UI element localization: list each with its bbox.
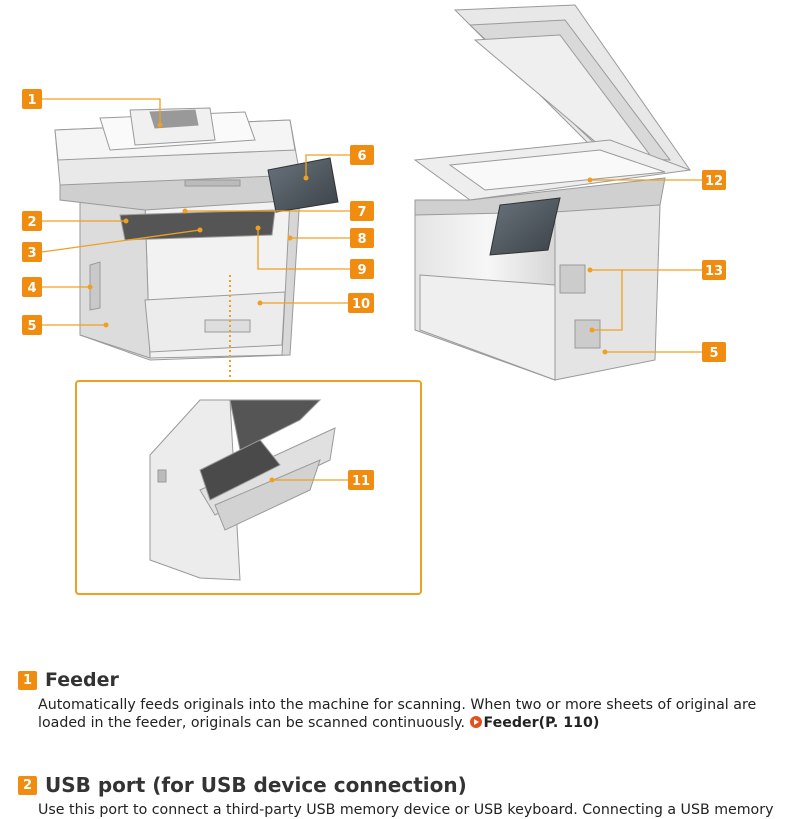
callout-9: 9 bbox=[357, 263, 366, 278]
section-body: Use this port to connect a third-party U… bbox=[38, 801, 800, 819]
printer-parts-figure: 1 2 3 4 5 6 7 8 9 10 11 12 13 5 bbox=[0, 0, 800, 600]
callout-4: 4 bbox=[27, 281, 36, 296]
section-title: USB port (for USB device connection) bbox=[45, 773, 467, 797]
callout-1: 1 bbox=[27, 93, 36, 108]
callout-7: 7 bbox=[357, 205, 366, 220]
section-title: Feeder bbox=[45, 669, 119, 691]
section-description: Use this port to connect a third-party U… bbox=[38, 802, 773, 818]
callout-12: 12 bbox=[705, 174, 723, 189]
printer-front-illustration bbox=[55, 108, 338, 360]
section-usb-port: 2 USB port (for USB device connection) U… bbox=[18, 772, 800, 819]
feeder-link[interactable]: Feeder(P. 110) bbox=[470, 715, 600, 731]
callout-2: 2 bbox=[27, 215, 36, 230]
printer-open-illustration bbox=[415, 5, 690, 380]
section-number-badge: 2 bbox=[18, 776, 37, 795]
section-number-badge: 1 bbox=[18, 671, 37, 690]
callout-5-left: 5 bbox=[27, 319, 36, 334]
callout-10: 10 bbox=[352, 297, 370, 312]
callout-3: 3 bbox=[27, 246, 36, 261]
callout-13: 13 bbox=[705, 264, 723, 279]
callout-5-right: 5 bbox=[709, 346, 718, 361]
section-body: Automatically feeds originals into the m… bbox=[38, 696, 800, 732]
arrow-circle-icon bbox=[470, 716, 482, 728]
feeder-link-label[interactable]: Feeder(P. 110) bbox=[484, 715, 600, 731]
callout-6: 6 bbox=[357, 149, 366, 164]
section-description: Automatically feeds originals into the m… bbox=[38, 697, 756, 731]
callout-11: 11 bbox=[352, 474, 370, 489]
section-feeder: 1 Feeder Automatically feeds originals i… bbox=[18, 667, 800, 732]
callout-8: 8 bbox=[357, 232, 366, 247]
